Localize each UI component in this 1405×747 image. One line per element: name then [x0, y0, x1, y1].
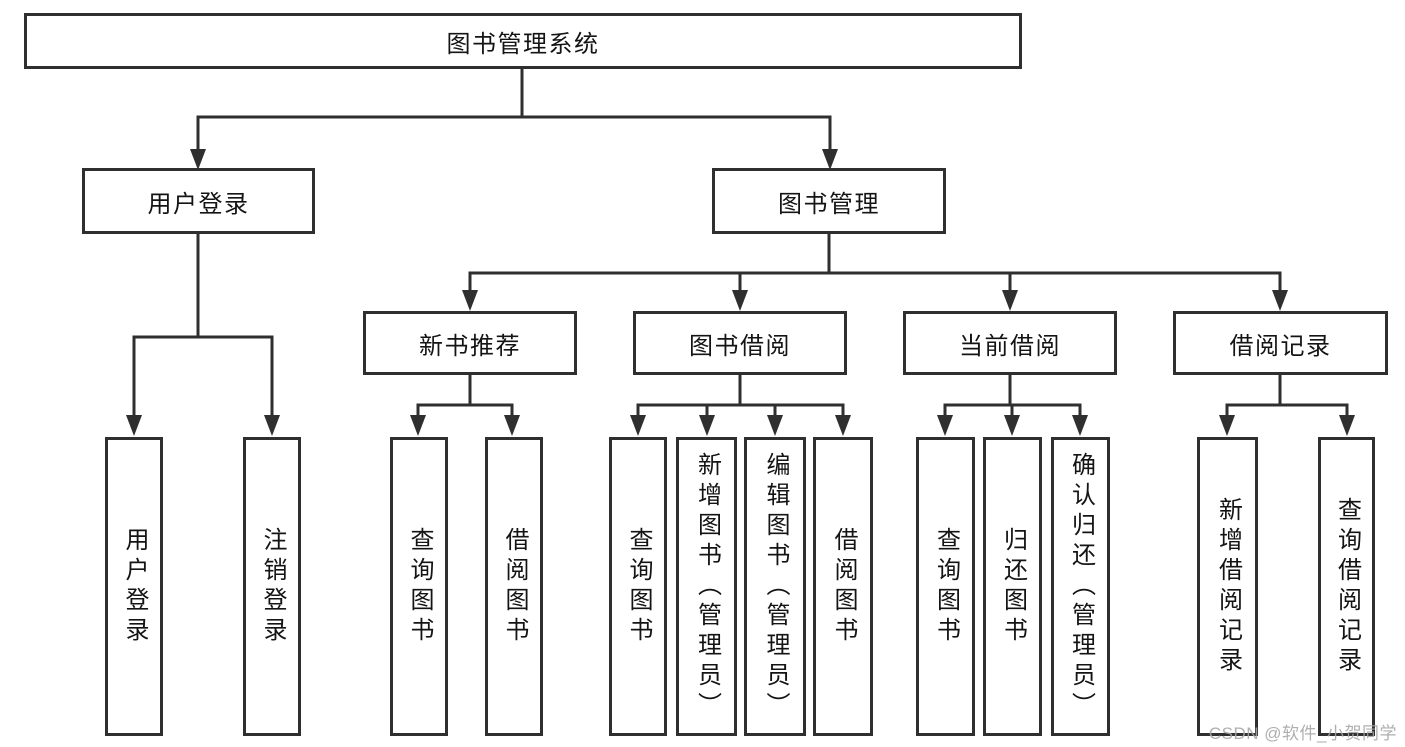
- node-query-books-recommend: 查询图书: [390, 437, 448, 736]
- node-book-management: 图书管理: [712, 168, 946, 234]
- node-current-borrowing: 当前借阅: [903, 311, 1117, 375]
- node-query-books-current: 查询图书: [916, 437, 975, 736]
- node-borrowing-records: 借阅记录: [1173, 311, 1388, 375]
- node-edit-books-admin: 编辑图书（管理员）: [744, 437, 806, 736]
- csdn-watermark: CSDN @软件_小贺同学: [1208, 724, 1397, 743]
- node-confirm-return-admin: 确认归还（管理员）: [1051, 437, 1110, 736]
- node-return-books: 归还图书: [983, 437, 1042, 736]
- node-logout: 注销登录: [243, 437, 301, 736]
- node-book-borrowing: 图书借阅: [633, 311, 847, 375]
- node-borrow-books-borrowing: 借阅图书: [813, 437, 873, 736]
- node-library-system: 图书管理系统: [24, 13, 1022, 69]
- node-add-borrow-record: 新增借阅记录: [1197, 437, 1258, 736]
- node-user-login-leaf: 用户登录: [105, 437, 163, 736]
- node-query-borrow-record: 查询借阅记录: [1318, 437, 1375, 736]
- node-new-book-recommend: 新书推荐: [363, 311, 577, 375]
- node-user-login: 用户登录: [82, 168, 315, 234]
- node-borrow-books-recommend: 借阅图书: [485, 437, 543, 736]
- node-query-books-borrowing: 查询图书: [609, 437, 667, 736]
- node-add-books-admin: 新增图书（管理员）: [676, 437, 737, 736]
